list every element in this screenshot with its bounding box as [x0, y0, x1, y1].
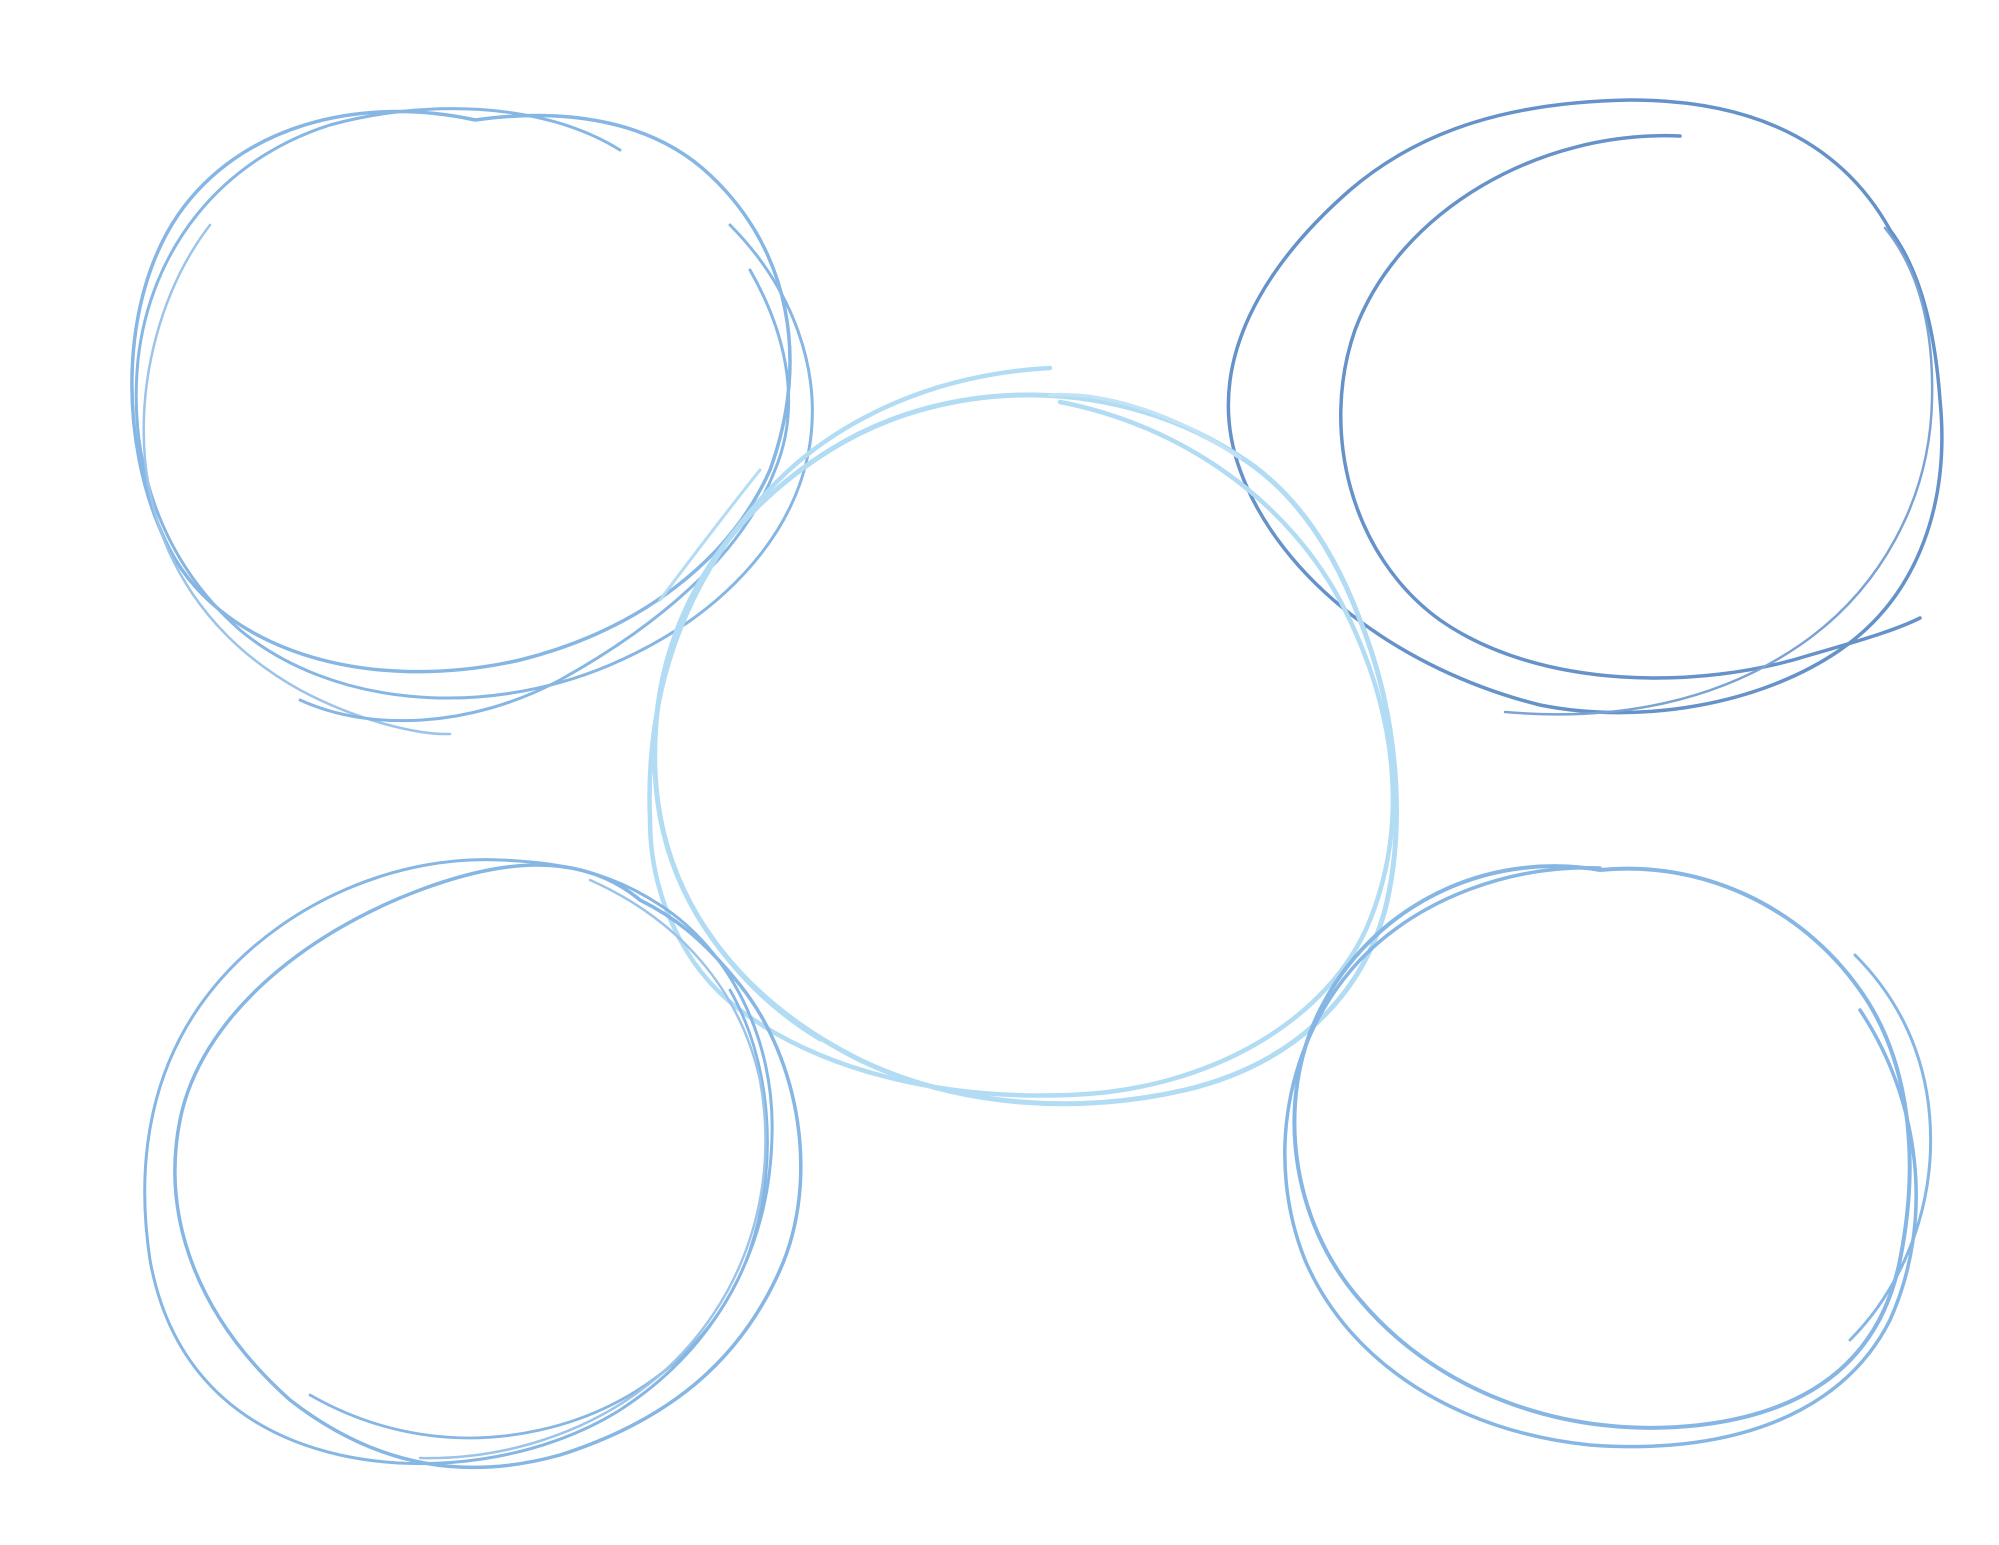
sketch-stroke: [1848, 953, 1933, 1342]
sketch-stroke: [142, 223, 452, 736]
sketch-stroke: [308, 988, 769, 1440]
connector-center-bottom-left: [698, 918, 822, 1042]
sketch-stroke: [1226, 98, 1944, 715]
node-center-circle: [647, 365, 1399, 1107]
sketch-stroke: [143, 858, 774, 1466]
node-top-left-circle: [130, 107, 814, 736]
sketch-stroke: [647, 365, 1396, 1098]
sketch-stroke: [130, 109, 792, 674]
sketch-stroke: [1503, 226, 1934, 716]
sketch-stroke: [134, 107, 814, 700]
node-bottom-left-circle: [143, 858, 803, 1470]
sketch-stroke: [1283, 866, 1918, 1449]
sketch-stroke: [298, 268, 791, 723]
sketch-stroke: [418, 878, 767, 1460]
sketch-stroke: [1292, 864, 1912, 1430]
sketch-stroke: [1048, 392, 1242, 460]
sketch-stroke: [652, 392, 1399, 1107]
sketch-stroke: [173, 863, 803, 1470]
sketch-stroke: [1339, 133, 1922, 680]
node-bottom-right-circle: [1283, 864, 1933, 1449]
node-top-right-circle: [1226, 98, 1944, 716]
connector-lines: [658, 468, 822, 1042]
connector-center-top-left: [658, 468, 762, 602]
